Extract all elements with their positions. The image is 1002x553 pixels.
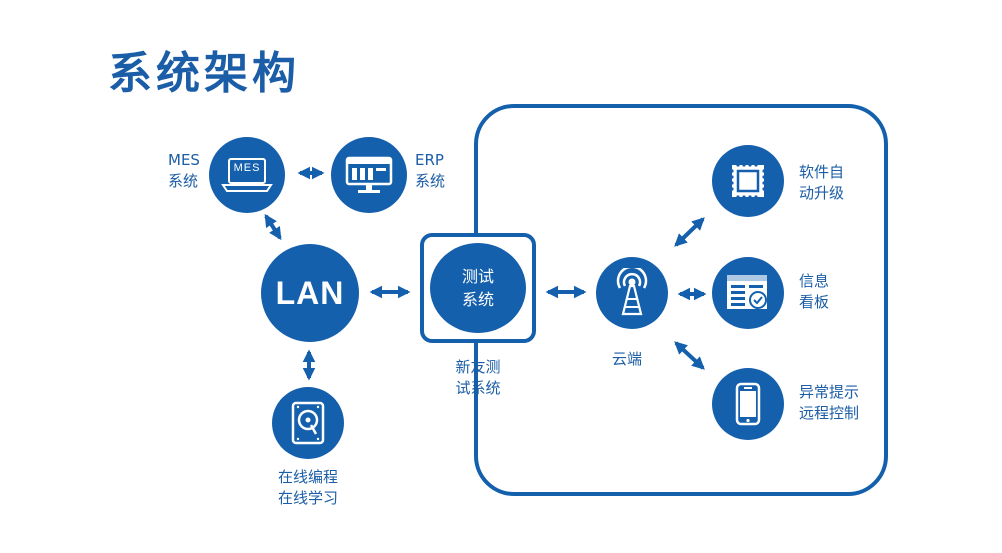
arrow-cloud-alert — [674, 341, 705, 370]
board-label-line-2: 看板 — [799, 293, 830, 311]
board-node[interactable] — [712, 257, 784, 329]
smartphone-icon — [735, 382, 761, 426]
alert-label-line-2: 远程控制 — [799, 404, 860, 422]
online-node[interactable] — [272, 387, 344, 459]
test-label-line-2: 试系统 — [455, 379, 501, 397]
arrow-mes-lan — [264, 213, 282, 241]
erp-label: ERP 系统 — [415, 150, 445, 192]
test-label: 新友测 试系统 — [438, 357, 518, 399]
test-node-text-2: 系统 — [461, 290, 494, 309]
upgrade-label-line-1: 软件自 — [799, 163, 845, 181]
alert-label: 异常提示 远程控制 — [799, 382, 859, 424]
cloud-node[interactable] — [596, 257, 668, 329]
lan-node[interactable]: LAN — [261, 244, 359, 342]
laptop-screen-text: MES — [233, 162, 261, 174]
monitor-icon — [345, 156, 393, 193]
online-label-line-1: 在线编程 — [277, 468, 338, 486]
test-label-line-1: 新友测 — [455, 358, 501, 376]
mes-node[interactable]: MES — [209, 137, 285, 213]
alert-node[interactable] — [712, 368, 784, 440]
online-label: 在线编程 在线学习 — [268, 467, 348, 509]
upgrade-label: 软件自 动升级 — [799, 162, 844, 204]
page-title: 系统架构 — [108, 48, 300, 99]
mes-label: MES 系统 — [168, 150, 200, 192]
dashboard-icon — [727, 275, 767, 309]
upgrade-node[interactable] — [712, 145, 784, 217]
mes-label-line-2: 系统 — [168, 172, 199, 190]
laptop-icon — [221, 158, 273, 192]
chip-icon — [730, 163, 766, 199]
hard-disk-icon — [291, 401, 325, 445]
erp-label-line-1: ERP — [415, 151, 444, 169]
signal-tower-icon — [616, 268, 648, 316]
lan-text: LAN — [275, 274, 345, 311]
test-node-text-1: 测试 — [461, 267, 494, 286]
board-label: 信息 看板 — [799, 271, 829, 313]
test-node[interactable]: 测试 系统 — [430, 243, 526, 333]
board-label-line-1: 信息 — [799, 272, 830, 290]
mes-label-line-1: MES — [168, 151, 200, 169]
arrow-cloud-upgrade — [674, 217, 705, 247]
alert-label-line-1: 异常提示 — [799, 383, 860, 401]
upgrade-label-line-2: 动升级 — [799, 184, 845, 202]
online-label-line-2: 在线学习 — [277, 489, 338, 507]
erp-node[interactable] — [331, 137, 407, 213]
cloud-label: 云端 — [612, 350, 643, 368]
erp-label-line-2: 系统 — [415, 172, 446, 190]
